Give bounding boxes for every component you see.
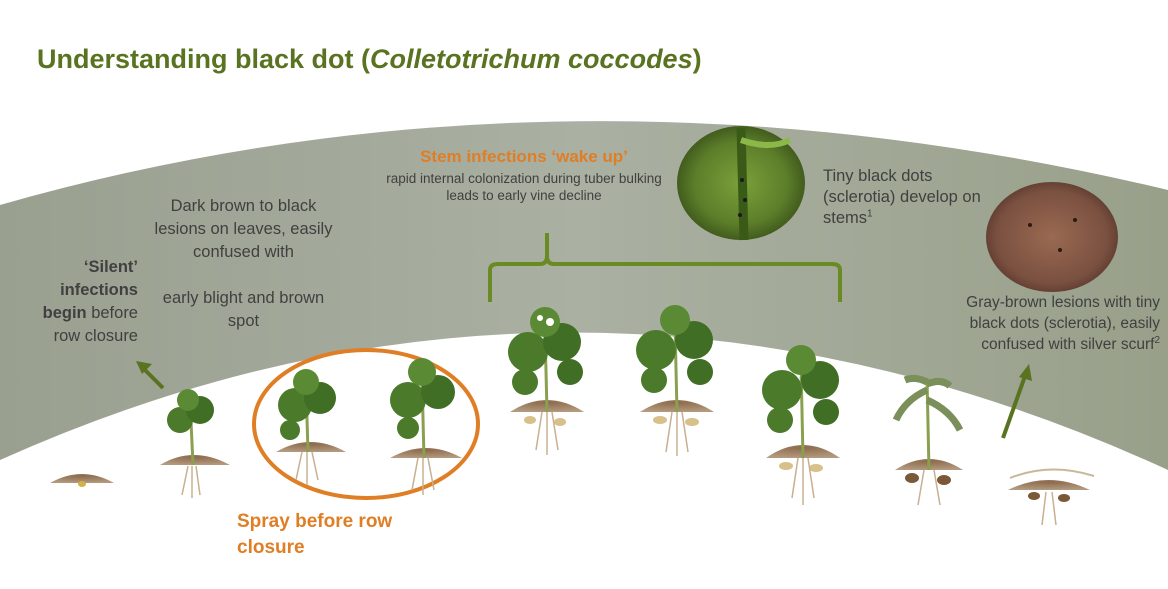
potato-plant-icon [160,389,230,498]
stem-infections-body: rapid internal colonization during tuber… [386,171,662,203]
potato-plant-icon [892,374,964,506]
potato-plant-icon [508,307,584,455]
stem-infections-heading: Stem infections ‘wake up’ [420,147,628,166]
potato-plant-icon [390,358,462,495]
page-title: Understanding black dot (Colletotrichum … [37,44,702,74]
spray-timing-label: Spray before row closure [237,511,393,558]
potato-plant-icon [762,345,840,505]
stem-sclerotia-note: Tiny black dots (sclerotia) develop on s… [823,167,981,227]
arrow-up-icon [1001,364,1032,439]
silent-infections-note: ‘Silent’ infections begin before row clo… [42,258,138,345]
potato-plant-icon [1008,468,1095,526]
potato-plant-icon [636,305,714,456]
arrow-up-icon [136,361,165,390]
season-arc-band [0,121,1168,471]
potato-plant-icon [276,369,346,485]
tuber-photo [986,182,1118,292]
seed-piece-icon [50,474,114,487]
stem-bracket [488,233,842,302]
tuber-lesions-note: Gray-brown lesions with tiny black dots … [966,294,1160,353]
spray-window-highlight [252,348,480,500]
leaf-lesions-note: Dark brown to black lesions on leaves, e… [154,197,333,330]
